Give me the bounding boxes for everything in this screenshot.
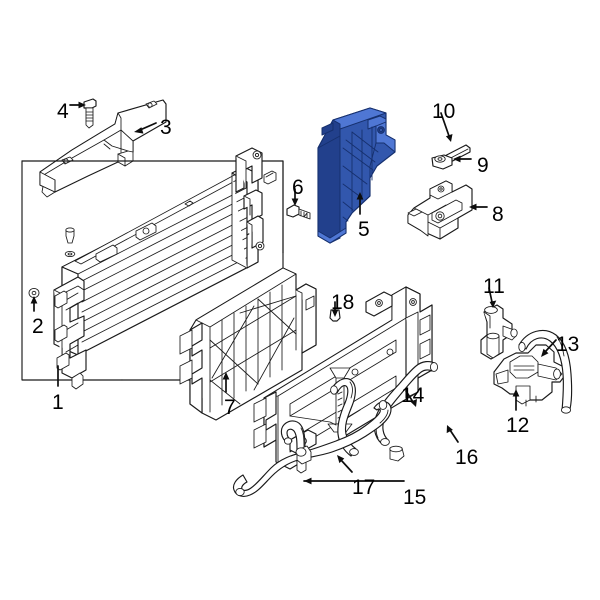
part-4-mounting-bolt	[83, 98, 97, 129]
callout-label-9: 9	[477, 154, 489, 177]
callout-label-15: 15	[403, 486, 427, 509]
callout-label-12: 12	[506, 414, 530, 437]
callout-label-17: 17	[352, 476, 376, 499]
part-6-deflector-bolt	[286, 204, 311, 220]
part-1-radiator-assembly	[21, 147, 284, 390]
callout-label-8: 8	[492, 203, 504, 226]
part-12-water-outlet-housing	[493, 344, 567, 407]
callout-label-4: 4	[57, 100, 69, 123]
callout-label-11: 11	[483, 275, 505, 298]
callout-label-13: 13	[556, 333, 580, 356]
callout-label-5: 5	[358, 218, 370, 241]
callout-label-18: 18	[331, 291, 355, 314]
callout-label-10: 10	[432, 100, 456, 123]
callout-label-7: 7	[224, 396, 236, 419]
part-3-upper-air-guide	[39, 99, 167, 198]
part-14-heater-inlet-hose	[330, 378, 359, 457]
part-17-radiator-lower-hose	[232, 400, 392, 497]
part-13-bypass-hose	[518, 329, 573, 414]
callout-label-3: 3	[160, 116, 172, 139]
callout-leader-lines	[30, 101, 557, 485]
part-11-coolant-reservoir-connector	[480, 304, 518, 360]
part-2-radiator-mount-grommet	[28, 287, 40, 299]
part-8-radiator-upper-bracket	[407, 180, 473, 240]
callout-label-2: 2	[32, 315, 44, 338]
part-5-side-air-deflector-highlighted	[317, 107, 396, 244]
callout-label-14: 14	[401, 384, 425, 407]
part-7-lower-air-guide-grille	[179, 267, 317, 421]
callout-label-6: 6	[292, 176, 304, 199]
part-9-rubber-insulator-grommet	[431, 154, 453, 170]
callout-label-16: 16	[455, 446, 479, 469]
callout-label-1: 1	[52, 391, 64, 414]
